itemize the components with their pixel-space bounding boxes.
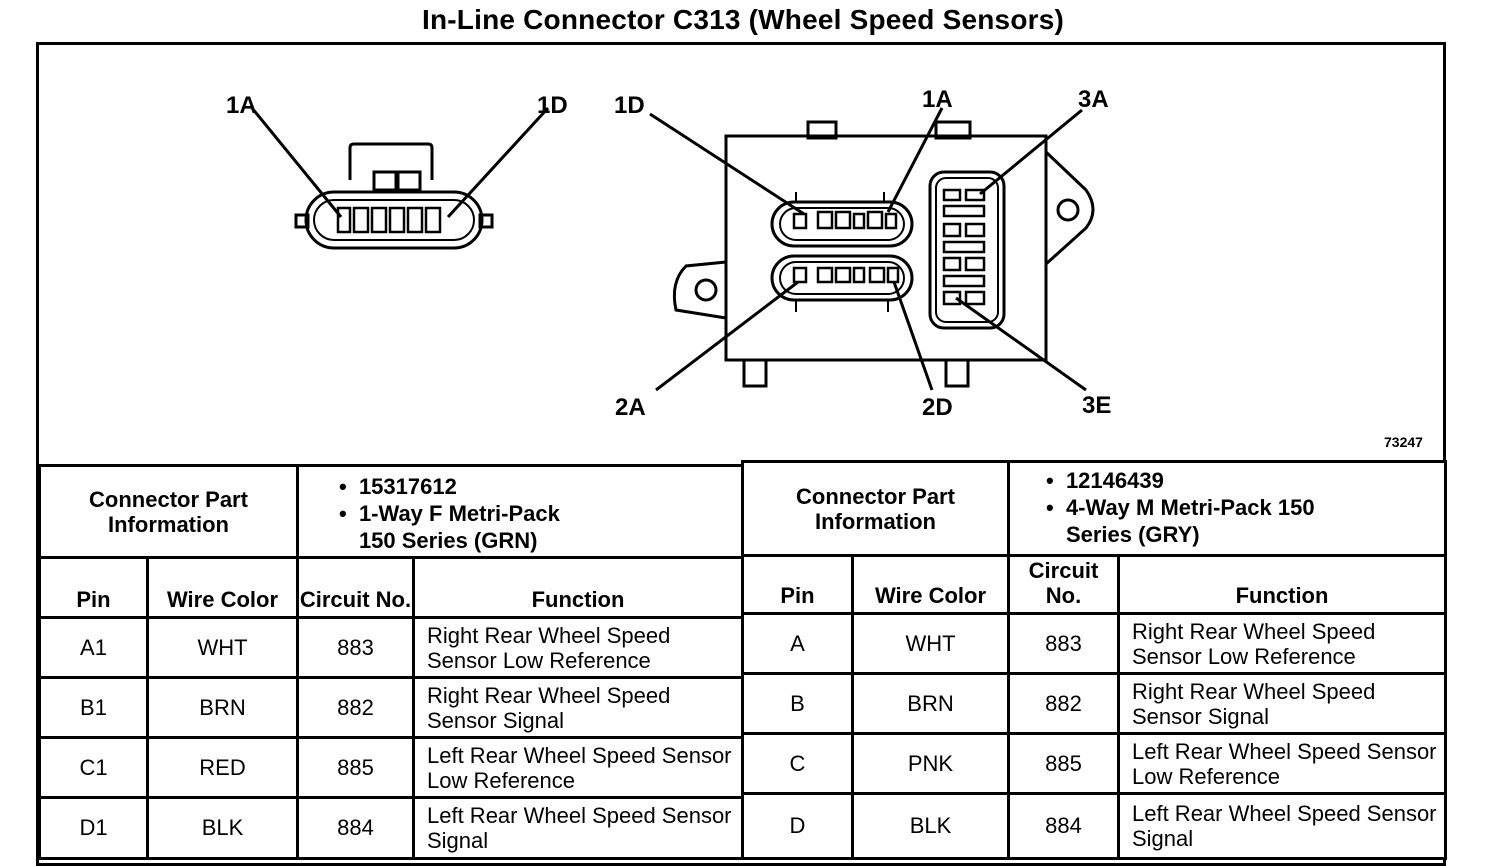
right-part-info: • 12146439 • 4-Way M Metri-Pack 150 Seri… — [1010, 463, 1444, 557]
callout-1d-right: 1D — [614, 92, 645, 119]
table-row-function: Left Rear Wheel Speed Sensor Signal — [427, 803, 732, 853]
callout-3e: 3E — [1082, 392, 1112, 419]
page-title: In-Line Connector C313 (Wheel Speed Sens… — [421, 4, 1065, 35]
table-row-function: Left Rear Wheel Speed Sensor Low Referen… — [415, 739, 741, 799]
right-col-function: Function — [1120, 557, 1444, 615]
table-row-wire: PNK — [854, 735, 1010, 795]
table-row-circuit: 883 — [1010, 615, 1120, 675]
right-part-number: 12146439 — [1065, 468, 1164, 493]
table-row-pin: B1 — [41, 679, 149, 739]
right-pinout-table: Connector Part Information • 12146439 • … — [741, 460, 1447, 860]
table-row-function: Left Rear Wheel Speed Sensor Low Referen… — [1120, 735, 1444, 795]
table-row-wire: BRN — [149, 679, 299, 739]
table-row-circuit: 885 — [299, 739, 415, 799]
table-row-circuit: 883 — [299, 619, 415, 679]
left-pinout-table: Connector Part Information • 15317612 • … — [38, 464, 744, 860]
right-col-wire-color: Wire Color — [854, 557, 1010, 615]
table-row-circuit: 884 — [299, 799, 415, 857]
table-row-circuit: 882 — [1010, 675, 1120, 735]
table-row-pin: B — [744, 675, 854, 735]
right-connector-drawing — [649, 107, 1095, 392]
table-row-circuit: 885 — [1010, 735, 1120, 795]
callout-2a: 2A — [615, 394, 646, 421]
connector-drawings — [250, 106, 1095, 392]
callout-3a: 3A — [1078, 86, 1109, 113]
table-row-function: Right Rear Wheel Speed Sensor Signal — [1120, 675, 1444, 735]
table-row-function: Right Rear Wheel Speed Sensor Low Refere… — [1120, 615, 1444, 675]
left-col-pin: Pin — [41, 559, 149, 619]
right-part-info-label: Connector Part Information — [744, 463, 1010, 557]
left-connector-drawing — [250, 106, 550, 250]
table-row-wire: BLK — [854, 795, 1010, 857]
callout-1d-left: 1D — [537, 92, 568, 119]
table-row-wire: BRN — [854, 675, 1010, 735]
figure-id: 73247 — [1384, 434, 1423, 450]
table-row-circuit: 884 — [1010, 795, 1120, 857]
table-row-wire: WHT — [149, 619, 299, 679]
left-col-circuit: Circuit No. — [299, 559, 415, 619]
callout-2d: 2D — [922, 394, 953, 421]
callout-1a-left: 1A — [226, 92, 257, 119]
table-row-function: Left Rear Wheel Speed Sensor Signal — [1132, 801, 1437, 851]
table-row-pin: C — [744, 735, 854, 795]
table-row-pin: D — [744, 795, 854, 857]
left-part-number: 15317612 — [358, 474, 457, 499]
table-row-wire: WHT — [854, 615, 1010, 675]
right-col-pin: Pin — [744, 557, 854, 615]
right-col-circuit: Circuit No. — [1010, 557, 1120, 615]
table-row-pin: A1 — [41, 619, 149, 679]
left-col-function: Function — [415, 559, 741, 619]
left-col-wire-color: Wire Color — [149, 559, 299, 619]
callout-1a-right: 1A — [922, 86, 953, 113]
table-row-pin: D1 — [41, 799, 149, 857]
table-row-wire: BLK — [149, 799, 299, 857]
left-part-info-label: Connector Part Information — [41, 467, 299, 559]
left-part-type: 1-Way F Metri-Pack 150 Series (GRN) — [358, 501, 560, 553]
table-row-function: Right Rear Wheel Speed Sensor Low Refere… — [415, 619, 741, 679]
table-row-wire: RED — [149, 739, 299, 799]
table-row-pin: C1 — [41, 739, 149, 799]
left-part-info: • 15317612 • 1-Way F Metri-Pack 150 Seri… — [299, 467, 741, 559]
table-row-pin: A — [744, 615, 854, 675]
table-row-function: Right Rear Wheel Speed Sensor Signal — [415, 679, 741, 739]
table-row-circuit: 882 — [299, 679, 415, 739]
right-part-type: 4-Way M Metri-Pack 150 Series (GRY) — [1065, 495, 1315, 547]
